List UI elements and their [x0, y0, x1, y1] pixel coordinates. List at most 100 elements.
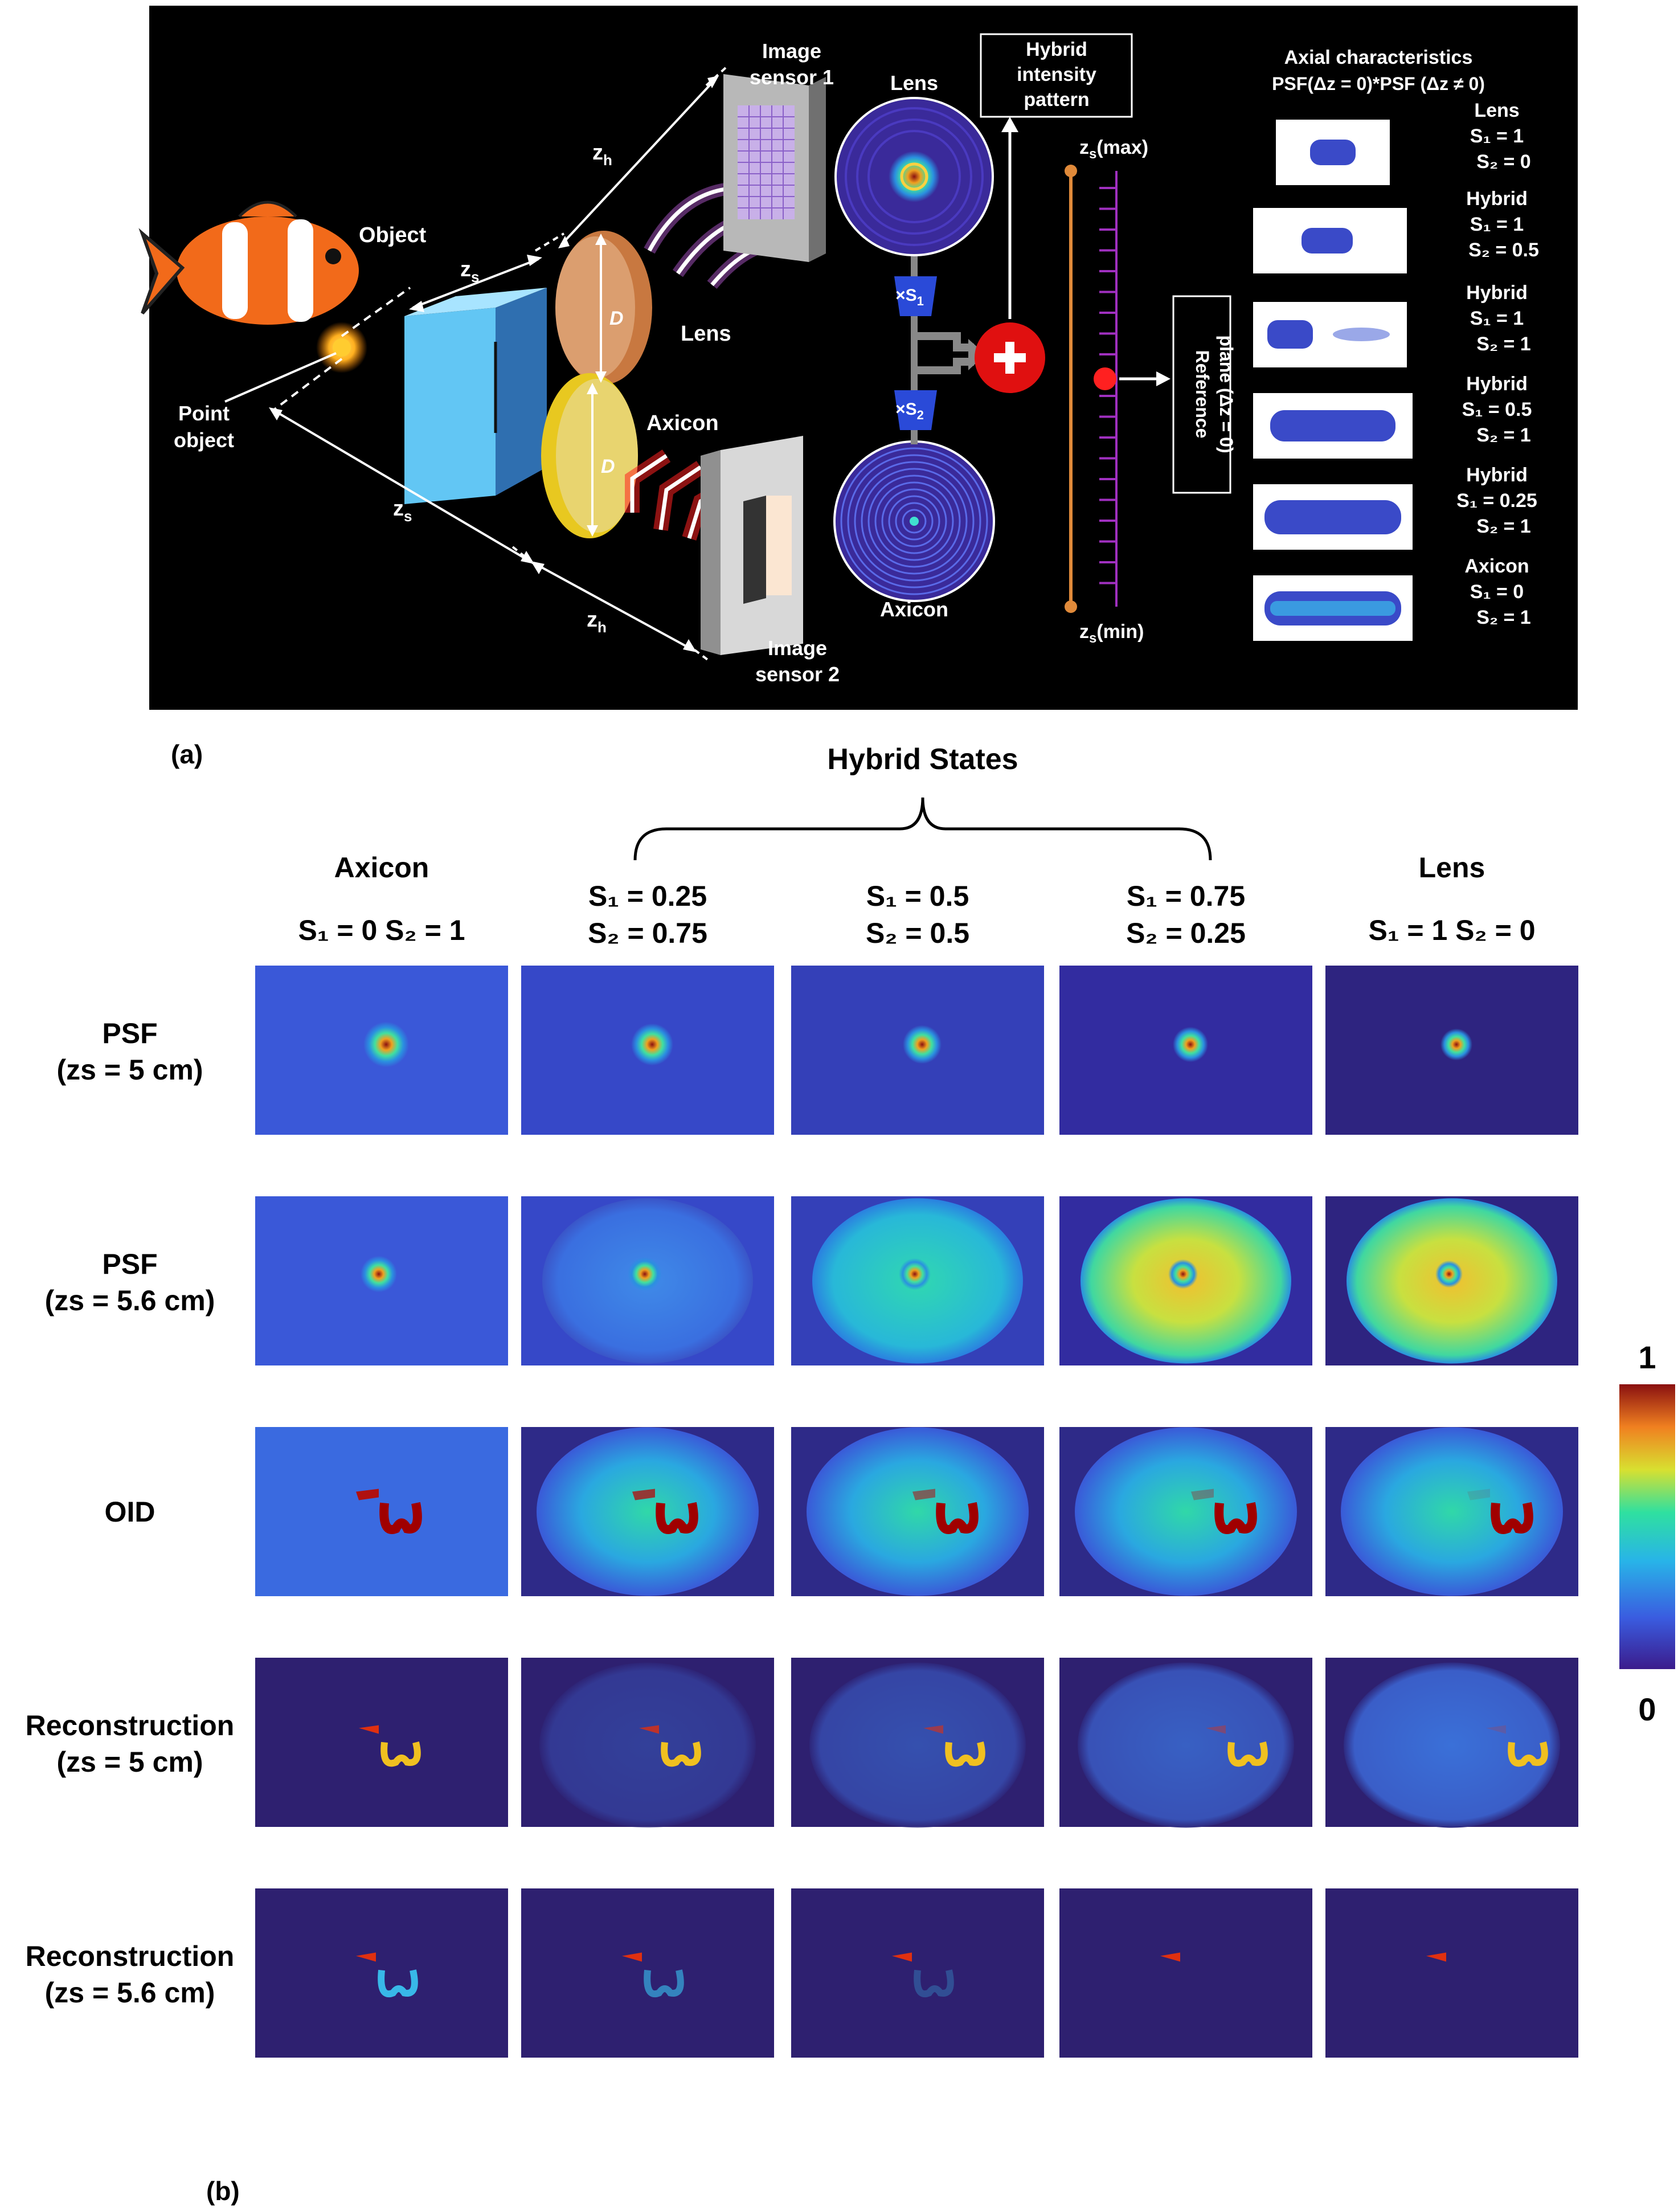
clownfish-illustration — [138, 201, 359, 325]
row-label-line-1: Reconstruction — [26, 1940, 235, 1972]
axicon-pattern-label: Axicon — [880, 598, 948, 621]
grid-image — [1325, 1196, 1578, 1365]
column-s2: S₂ = 0.25 — [1126, 917, 1246, 949]
axial-title-1: Axial characteristics — [1284, 47, 1473, 68]
grid-image — [791, 966, 1044, 1135]
zs-max-label: zs(max) — [1079, 137, 1148, 162]
reference-plane-box — [1172, 295, 1231, 494]
grid-image — [1325, 1427, 1578, 1596]
grid-image — [1059, 1427, 1312, 1596]
grid-image — [1325, 966, 1578, 1135]
psf-spot — [361, 1256, 397, 1293]
oid-omega-glyph — [379, 1502, 422, 1534]
row-label: Reconstruction(zs = 5 cm) — [26, 1710, 235, 1778]
point-object-label-1: Point — [178, 402, 230, 425]
zs-top-label: zs — [460, 257, 479, 285]
scale-s1-label: ×S1 — [895, 286, 924, 308]
axial-row-s1: S₁ = 0.5 — [1462, 399, 1532, 420]
point-object-label-2: object — [174, 428, 234, 452]
row-label-line-2: (zs = 5 cm) — [56, 1054, 203, 1086]
psf-spot — [363, 1021, 409, 1068]
psf-spot — [903, 1025, 942, 1064]
reconstruction-arrow-glyph — [622, 1952, 642, 1962]
reconstruction-omega-glyph — [1227, 1741, 1268, 1767]
column-title: Lens — [1419, 852, 1485, 884]
grid-image — [521, 1658, 774, 1828]
oid-omega-glyph — [656, 1502, 698, 1534]
image-sensor-1-label-2: sensor 1 — [750, 66, 834, 89]
oid-omega-glyph — [1491, 1502, 1533, 1534]
axial-row-name: Hybrid — [1466, 282, 1528, 304]
row-label-line-1: PSF — [102, 1248, 157, 1280]
oid-omega-glyph — [936, 1502, 979, 1534]
axial-row-s2: S₂ = 1 — [1476, 424, 1530, 446]
grid-image — [1325, 1658, 1578, 1828]
column-weights: S₁ = 1 S₂ = 0 — [1368, 914, 1535, 946]
column-title: Axicon — [334, 852, 429, 884]
zs-min-label: zs(min) — [1079, 621, 1144, 646]
scale-s2-block — [894, 390, 937, 430]
reference-plane-label-1: Reference — [1192, 350, 1213, 439]
grid-image — [1059, 966, 1312, 1135]
reconstruction-omega-glyph — [378, 1969, 418, 1997]
axial-row-s1: S₁ = 0.25 — [1456, 490, 1537, 512]
oid-arrow-glyph — [912, 1489, 935, 1500]
axicon-label: Axicon — [646, 411, 719, 435]
psf-spot — [899, 1258, 931, 1290]
reconstruction-glow — [539, 1662, 756, 1828]
hybrid-states-bracket — [633, 797, 1212, 861]
axial-scale-ticks — [1099, 187, 1116, 584]
reconstruction-arrow-glyph — [1206, 1725, 1226, 1734]
zh-top-label: zh — [592, 141, 612, 169]
reference-plane-label-2: plane (Δz = 0) — [1216, 335, 1237, 453]
psf-spot — [628, 1257, 662, 1291]
grid-image — [791, 1427, 1044, 1596]
panel-a-label: (a) — [171, 739, 203, 769]
oid-omega-glyph — [1214, 1502, 1257, 1534]
oid-glow — [1075, 1427, 1297, 1596]
lens-pattern-label: Lens — [890, 71, 938, 95]
column-header: S₁ = 0.5S₂ = 0.5 — [866, 880, 969, 949]
grid-image — [791, 1888, 1044, 2058]
grid-image — [255, 1658, 508, 1827]
grid-image — [1325, 1888, 1578, 2058]
reconstruction-omega-glyph — [661, 1741, 701, 1767]
row-labels: PSF(zs = 5 cm)PSF(zs = 5.6 cm)OIDReconst… — [26, 1017, 235, 2009]
reconstruction-glow — [1344, 1662, 1560, 1828]
lens-label: Lens — [681, 322, 731, 346]
psf-spot — [1168, 1259, 1198, 1289]
reconstruction-arrow-glyph — [356, 1952, 376, 1962]
colorbar-max-label: 1 — [1638, 1339, 1656, 1375]
axial-row-name: Axicon — [1464, 555, 1529, 577]
axial-row-name: Hybrid — [1466, 464, 1528, 486]
axial-title-2: PSF(Δz = 0)*PSF (Δz ≠ 0) — [1272, 73, 1485, 94]
row-label: Reconstruction (zs = 5.6 cm) — [26, 1940, 235, 2009]
reconstruction-glow — [809, 1662, 1026, 1828]
oid-glow — [807, 1427, 1029, 1596]
oid-arrow-glyph — [1191, 1489, 1214, 1500]
scale-s1-block — [894, 276, 937, 316]
grid-image — [255, 966, 508, 1135]
axial-row-s1: S₁ = 1 — [1470, 125, 1524, 147]
row-label-line-2: (zs = 5 cm) — [56, 1746, 203, 1778]
axial-row-s2: S₂ = 1 — [1476, 607, 1530, 628]
image-sensor-1 — [723, 74, 826, 262]
colorbar-min-label: 0 — [1638, 1691, 1656, 1727]
axial-row-name: Hybrid — [1466, 188, 1528, 210]
row-label: PSF(zs = 5.6 cm) — [45, 1248, 215, 1316]
axial-row-s2: S₂ = 1 — [1476, 333, 1530, 355]
oid-arrow-glyph — [1467, 1489, 1490, 1500]
oid-glow — [537, 1427, 759, 1596]
image-sensor-2-label-2: sensor 2 — [755, 663, 840, 686]
row-label-line-1: PSF — [102, 1017, 157, 1049]
row-label-line-2: (zs = 5.6 cm) — [45, 1977, 215, 2009]
grid-image — [255, 1196, 508, 1365]
row-label: PSF (zs = 5 cm) — [56, 1017, 203, 1086]
zs-bottom-label: zs — [393, 497, 412, 525]
